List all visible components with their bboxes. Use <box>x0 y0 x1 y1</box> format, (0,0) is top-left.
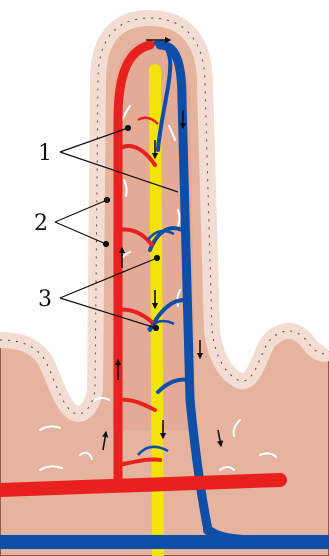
label-3: 3 <box>38 287 52 312</box>
label-2: 2 <box>34 211 48 236</box>
label-1: 1 <box>38 141 52 166</box>
